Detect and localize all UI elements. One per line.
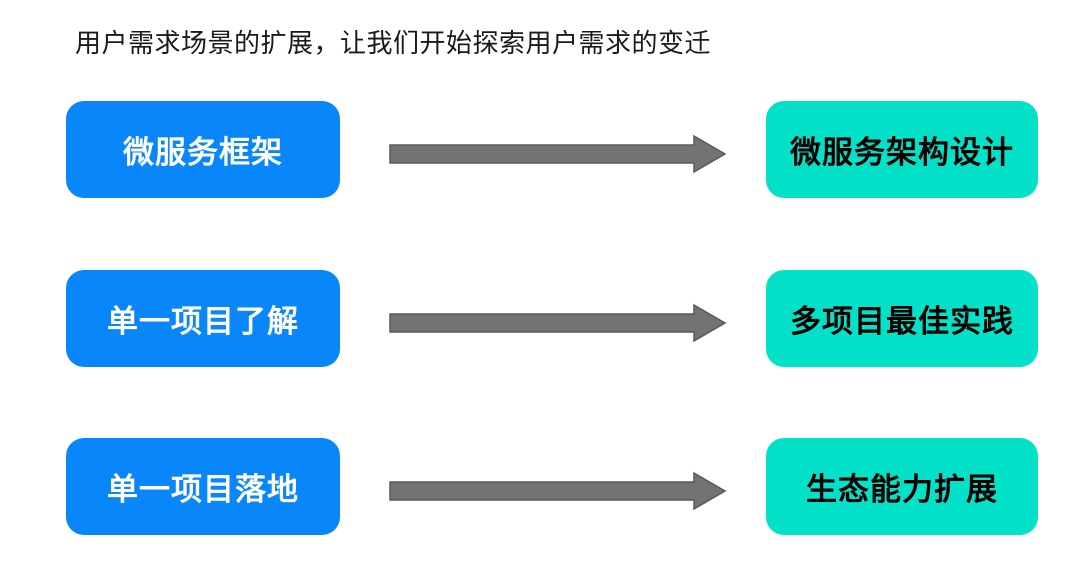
target-box-label: 多项目最佳实践 — [790, 304, 1014, 339]
right-arrow-icon — [389, 134, 727, 174]
transition-row: 单一项目落地 生态能力扩展 — [0, 438, 1080, 535]
diagram-title: 用户需求场景的扩展，让我们开始探索用户需求的变迁 — [75, 28, 712, 58]
source-box-label: 单一项目了解 — [107, 304, 299, 339]
transition-row: 单一项目了解 多项目最佳实践 — [0, 270, 1080, 367]
source-box: 微服务框架 — [66, 101, 340, 198]
source-box: 单一项目落地 — [66, 438, 340, 535]
source-box-label: 单一项目落地 — [107, 472, 299, 507]
right-arrow-icon — [389, 471, 727, 511]
source-box: 单一项目了解 — [66, 270, 340, 367]
target-box-label: 生态能力扩展 — [806, 472, 998, 507]
right-arrow-icon — [389, 303, 727, 343]
target-box: 多项目最佳实践 — [766, 270, 1038, 367]
target-box: 微服务架构设计 — [766, 101, 1038, 198]
source-box-label: 微服务框架 — [123, 135, 283, 170]
transition-row: 微服务框架 微服务架构设计 — [0, 101, 1080, 198]
target-box-label: 微服务架构设计 — [790, 135, 1014, 170]
target-box: 生态能力扩展 — [766, 438, 1038, 535]
